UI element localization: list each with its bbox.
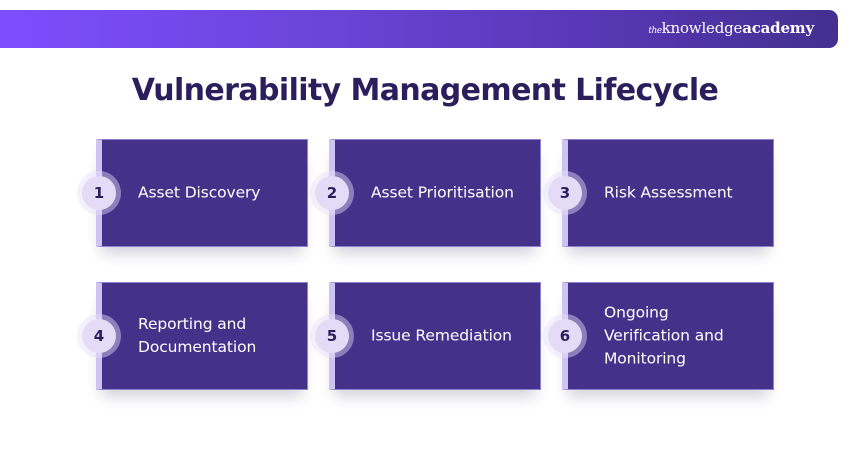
step-label: Risk Assessment — [604, 183, 733, 202]
step-card-2: Asset Prioritisation — [329, 139, 541, 247]
brand-logo: theknowledgeacademy — [648, 19, 814, 37]
step-card-5: Issue Remediation — [329, 282, 541, 390]
step-card-3: Risk Assessment — [562, 139, 774, 247]
step-number: 6 — [548, 319, 582, 353]
step-card-1: Asset Discovery — [96, 139, 308, 247]
step-number-badge-3: 3 — [543, 171, 587, 215]
step-number: 1 — [82, 176, 116, 210]
step-number-badge-4: 4 — [77, 314, 121, 358]
step-number-badge-6: 6 — [543, 314, 587, 358]
step-number: 3 — [548, 176, 582, 210]
step-label: Asset Discovery — [138, 183, 261, 202]
page-title: Vulnerability Management Lifecycle — [131, 73, 719, 108]
brand-academy: academy — [742, 19, 814, 37]
brand-knowledge: knowledge — [661, 19, 743, 37]
step-label: Reporting and Documentation — [138, 315, 257, 356]
header-banner: theknowledgeacademy — [0, 10, 838, 48]
step-number-badge-5: 5 — [310, 314, 354, 358]
step-label: Issue Remediation — [371, 326, 512, 345]
step-number: 2 — [315, 176, 349, 210]
brand-prefix: the — [648, 26, 662, 36]
step-number-badge-2: 2 — [310, 171, 354, 215]
step-number: 4 — [82, 319, 116, 353]
step-card-4: Reporting and Documentation — [96, 282, 308, 390]
step-number: 5 — [315, 319, 349, 353]
step-label: Asset Prioritisation — [371, 183, 514, 202]
step-label: Ongoing Verification and Monitoring — [604, 303, 724, 368]
step-number-badge-1: 1 — [77, 171, 121, 215]
step-card-6: Ongoing Verification and Monitoring — [562, 282, 774, 390]
